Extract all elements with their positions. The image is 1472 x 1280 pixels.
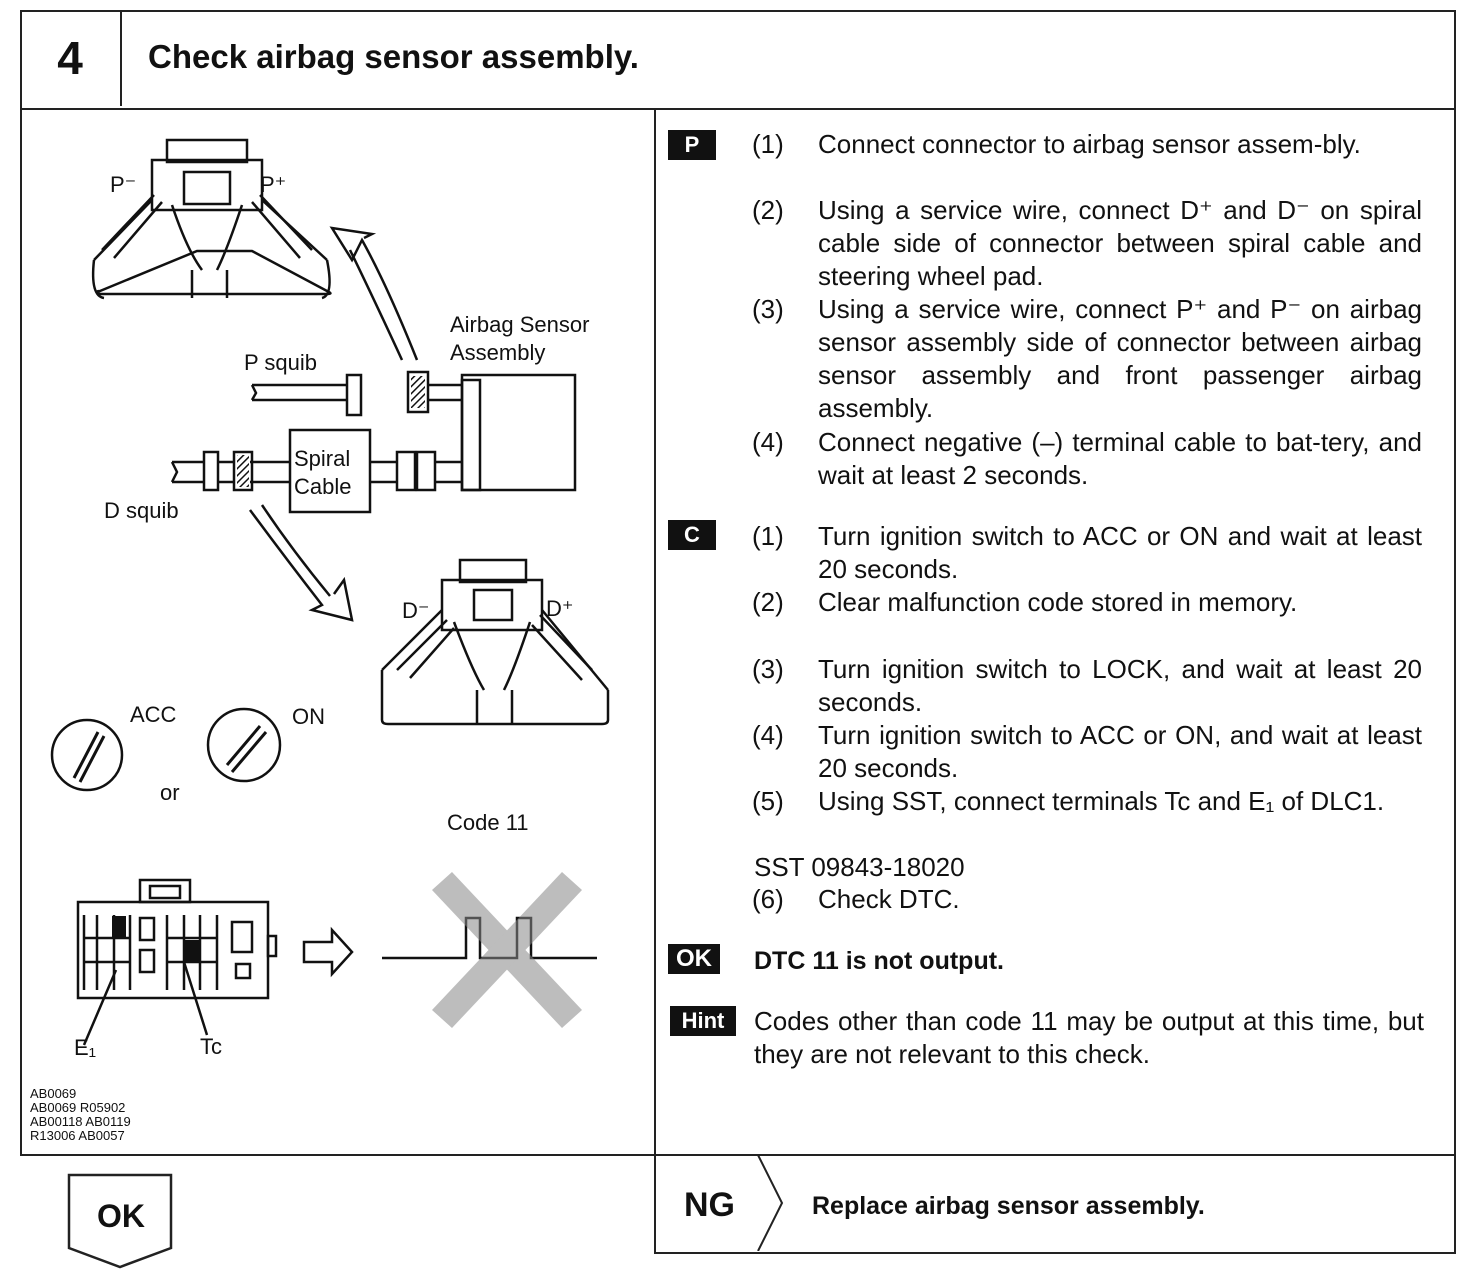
tc-label: Tc	[200, 1034, 222, 1059]
ok-result-text: DTC 11 is not output.	[754, 947, 1004, 975]
figure-ref-1: AB0069	[30, 1086, 77, 1101]
column-divider	[654, 108, 656, 1154]
airbag-sensor-label: Airbag Sensor	[450, 312, 589, 337]
ng-action-text: Replace airbag sensor assembly.	[812, 1192, 1205, 1220]
ng-label: NG	[684, 1186, 735, 1224]
step-number: 4	[20, 10, 122, 106]
hint-tag: Hint	[670, 1006, 736, 1036]
ok-arrow-box	[67, 1173, 173, 1269]
spiral-cable-label-1: Spiral	[294, 446, 350, 471]
or-label: or	[160, 780, 180, 805]
spiral-cable-label-2: Cable	[294, 474, 351, 499]
procedure-p-tag: P	[668, 130, 716, 160]
acc-label: ACC	[130, 702, 177, 727]
figure-ref-4: R13006 AB0057	[30, 1128, 125, 1143]
p-minus-label: P⁻	[110, 172, 136, 197]
hint-text: Codes other than code 11 may be output a…	[754, 1006, 1424, 1069]
d-squib-label: D squib	[104, 498, 179, 523]
code11-label: Code 11	[447, 810, 529, 835]
ok-tag: OK	[668, 944, 720, 974]
step-title: Check airbag sensor assembly.	[148, 38, 639, 75]
not-output-cross-icon	[432, 872, 582, 1028]
on-label: ON	[292, 704, 325, 729]
figure-ref-3: AB00118 AB0119	[30, 1114, 131, 1129]
d-minus-label: D⁻	[402, 598, 430, 623]
ok-arrow-label: OK	[97, 1198, 145, 1234]
procedure-c-tag: C	[668, 520, 716, 550]
e1-label: E₁	[74, 1035, 96, 1060]
sst-number: SST 09843-18020	[754, 852, 965, 882]
airbag-sensor-label-2: Assembly	[450, 340, 545, 365]
figure-ref-2: AB0069 R05902	[30, 1100, 126, 1115]
ng-box	[654, 1154, 1456, 1254]
airbag-diagram: P⁻ P⁺ Airbag Sensor Assembly P squib Spi…	[50, 138, 610, 1060]
ng-chevron-icon	[757, 1155, 784, 1251]
d-plus-label: D⁺	[546, 596, 574, 621]
p-plus-label: P⁺	[260, 172, 286, 197]
p-squib-label: P squib	[244, 350, 317, 375]
